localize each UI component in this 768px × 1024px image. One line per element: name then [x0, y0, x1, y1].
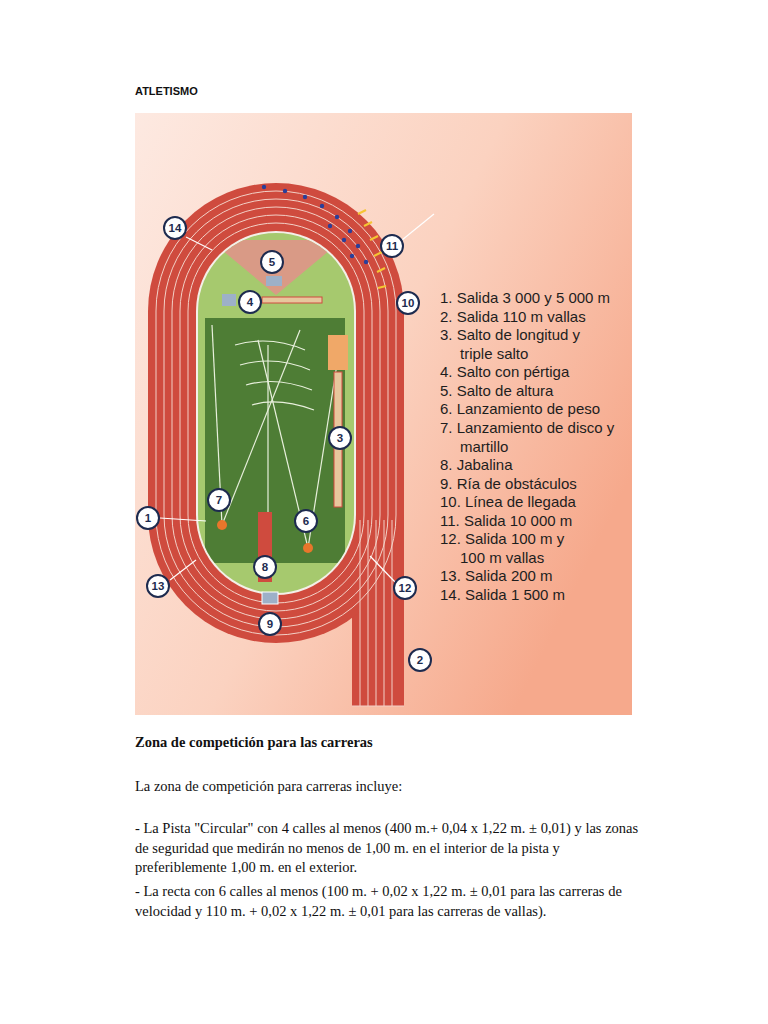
legend-entry: 12. Salida 100 m y 100 m vallas	[440, 530, 577, 567]
page-title: ATLETISMO	[135, 85, 198, 97]
callout-circle: 3	[328, 426, 352, 450]
callout-number: 8	[262, 561, 268, 573]
legend-entry: 11. Salida 10 000 m	[440, 512, 572, 531]
callout-circle: 10	[396, 291, 420, 315]
legend-entry: 14. Salida 1 500 m	[440, 586, 565, 605]
legend-entry: 3. Salto de longitud y triple salto	[440, 326, 593, 363]
callout-circle: 1	[136, 506, 160, 530]
body-paragraph: La zona de competición para carreras inc…	[135, 777, 640, 797]
callout-circle: 2	[408, 648, 432, 672]
callout-number: 11	[386, 240, 398, 252]
legend-entry: 5. Salto de altura	[440, 382, 553, 401]
callout-number: 5	[269, 256, 275, 268]
legend-entry: 8. Jabalina	[440, 456, 513, 475]
callout-number: 3	[337, 432, 343, 444]
callout-circle: 4	[238, 290, 262, 314]
callout-number: 12	[399, 582, 412, 594]
background-panel	[135, 113, 632, 715]
high-jump-fan	[210, 240, 342, 295]
section-heading: Zona de competición para las carreras	[135, 734, 373, 751]
pole-vault-runway	[262, 297, 322, 303]
legend-entry: 7. Lanzamiento de disco y martillo	[440, 419, 627, 456]
callout-circle: 7	[207, 488, 231, 512]
legend-entry: 10. Línea de llegada	[440, 493, 576, 512]
infield-grass	[198, 233, 354, 593]
callout-circle: 11	[380, 234, 404, 258]
water-jump	[262, 592, 278, 604]
callout-circle: 8	[253, 555, 277, 579]
callout-number: 13	[152, 580, 165, 592]
callout-number: 6	[303, 515, 309, 527]
callout-circle: 12	[393, 576, 417, 600]
legend-entry: 9. Ría de obstáculos	[440, 475, 577, 494]
body-paragraph: - La recta con 6 calles al menos (100 m.…	[135, 882, 640, 921]
pole-vault-mat	[222, 294, 236, 306]
high-jump-mat	[266, 276, 282, 286]
throw-sectors	[212, 325, 340, 560]
lane-lines	[156, 191, 404, 706]
discus-circle	[217, 520, 227, 530]
legend-entry: 13. Salida 200 m	[440, 567, 553, 586]
callout-number: 9	[267, 618, 273, 630]
callout-number: 7	[216, 494, 222, 506]
football-field	[205, 318, 345, 563]
legend-entry: 4. Salto con pértiga	[440, 363, 569, 382]
callout-circle: 9	[258, 612, 282, 636]
body-paragraph: - La Pista "Circular" con 4 calles al me…	[135, 819, 640, 878]
shot-put-circle	[303, 543, 313, 553]
callout-circle: 5	[260, 250, 284, 274]
sand-pit	[328, 335, 348, 370]
callout-circle: 14	[163, 216, 187, 240]
legend-entry: 6. Lanzamiento de peso	[440, 400, 600, 419]
callout-number: 10	[402, 297, 415, 309]
legend-entry: 2. Salida 110 m vallas	[440, 308, 586, 327]
leader-lines	[160, 214, 434, 582]
callout-circle: 13	[146, 574, 170, 598]
callout-number: 1	[145, 512, 151, 524]
callout-number: 4	[247, 296, 253, 308]
callout-number: 2	[417, 654, 423, 666]
legend-entry: 1. Salida 3 000 y 5 000 m	[440, 289, 610, 308]
track-oval	[148, 183, 404, 643]
callout-circle: 6	[294, 509, 318, 533]
callout-number: 14	[169, 222, 182, 234]
